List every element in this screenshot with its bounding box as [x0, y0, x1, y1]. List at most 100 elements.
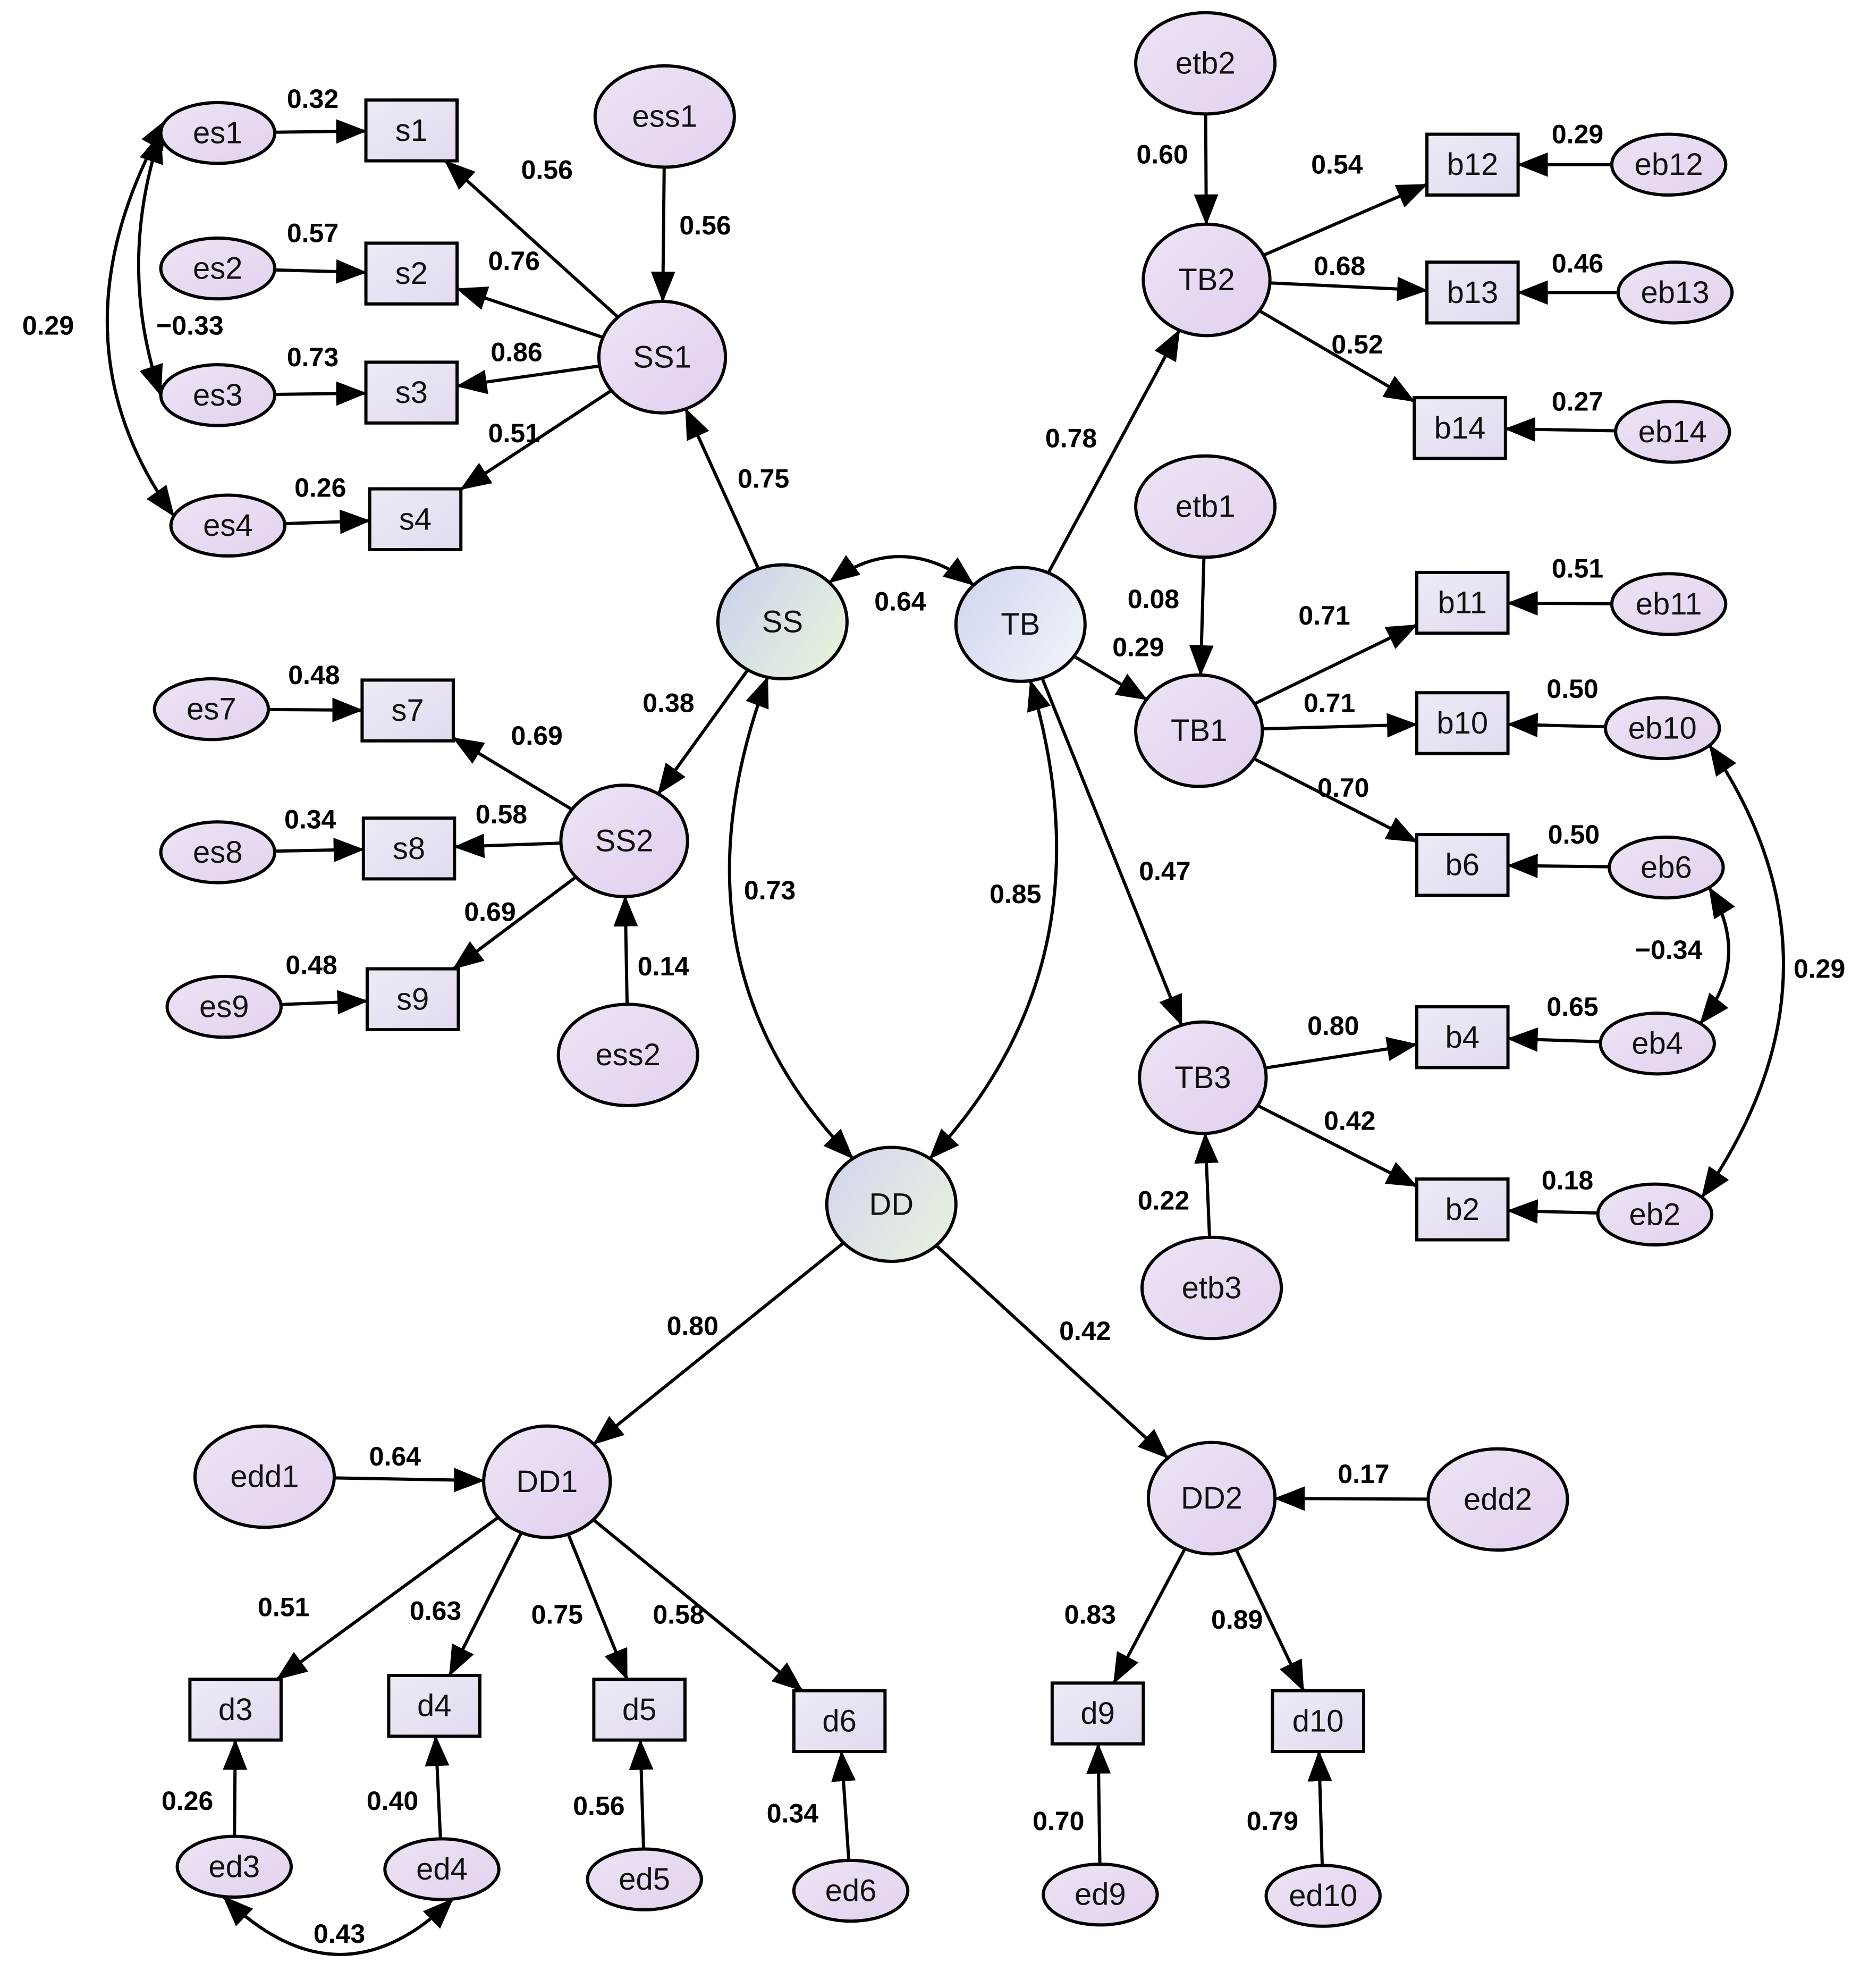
node-SS2: SS2 [559, 784, 689, 898]
error-ellipse-eb14 [1614, 400, 1731, 464]
node-label-b2: b2 [1445, 1192, 1480, 1227]
path-DD1-to-d4 [448, 1532, 523, 1677]
error-ellipse-es9 [165, 974, 283, 1039]
coef-DD1-d6: 0.58 [653, 1600, 704, 1630]
node-SS: SS [716, 563, 849, 681]
node-label-d9: d9 [1080, 1696, 1115, 1731]
error-ellipse-ed10 [1264, 1864, 1382, 1928]
node-b2: b2 [1415, 1177, 1510, 1242]
coef-TB-TB3: 0.47 [1139, 856, 1190, 886]
coef-SS-DD: 0.73 [744, 875, 796, 905]
node-ed6: ed6 [792, 1858, 910, 1923]
node-label-eb2: eb2 [1629, 1197, 1681, 1232]
node-b10: b10 [1415, 691, 1510, 755]
coef-DD-DD2: 0.42 [1059, 1316, 1111, 1346]
node-label-eb11: eb11 [1636, 587, 1702, 621]
node-label-s3: s3 [395, 375, 428, 410]
covariance-eb10-eb2 [1701, 744, 1785, 1199]
path-ess1-to-SS1 [650, 167, 675, 303]
node-ed5: ed5 [586, 1847, 703, 1911]
node-label-etb3: etb3 [1182, 1271, 1242, 1305]
coef-SS1-s4: 0.51 [488, 418, 540, 448]
node-eb14: eb14 [1614, 400, 1731, 464]
node-d9: d9 [1050, 1681, 1145, 1746]
node-label-s8: s8 [393, 831, 425, 866]
error-ellipse-ess2 [556, 1003, 699, 1107]
node-eb11: eb11 [1610, 572, 1728, 636]
node-label-ed6: ed6 [825, 1874, 877, 1908]
observed-box-b4 [1415, 1005, 1510, 1069]
error-ellipse-ed5 [586, 1847, 703, 1911]
coef-eb12-b12: 0.29 [1552, 120, 1603, 149]
coef-eb6-eb4: −0.34 [1635, 935, 1703, 965]
path-eb14-to-b14 [1504, 417, 1616, 442]
node-label-eb10: eb10 [1628, 711, 1697, 745]
coef-eb10-b10: 0.50 [1546, 674, 1598, 704]
error-ellipse-eb6 [1608, 835, 1725, 900]
node-es4: es4 [169, 493, 287, 558]
path-SS1-to-s2 [456, 287, 604, 339]
node-b11: b11 [1415, 570, 1510, 635]
coef-TB3-b2: 0.42 [1324, 1106, 1375, 1136]
node-label-eb6: eb6 [1641, 850, 1692, 885]
coef-eb6-b6: 0.50 [1548, 820, 1600, 849]
coef-ess1-SS1: 0.56 [679, 210, 731, 240]
node-label-b14: b14 [1434, 411, 1486, 445]
path-eb11-to-b11 [1507, 591, 1612, 616]
node-b4: b4 [1415, 1005, 1510, 1069]
node-label-es4: es4 [203, 508, 253, 543]
coef-SS-TB: 0.64 [874, 587, 926, 617]
node-label-d3: d3 [218, 1692, 253, 1727]
node-label-SS: SS [762, 604, 803, 639]
node-d10: d10 [1271, 1689, 1365, 1753]
coef-SS2-s7: 0.69 [511, 721, 563, 751]
node-es1: es1 [159, 100, 277, 165]
node-label-s4: s4 [399, 502, 432, 536]
node-label-DD1: DD1 [516, 1464, 578, 1499]
node-label-ess1: ess1 [632, 99, 698, 134]
path-TB2-to-b13 [1270, 276, 1428, 301]
path-DD2-to-d10 [1235, 1548, 1305, 1692]
node-eb10: eb10 [1604, 696, 1721, 761]
node-ed4: ed4 [383, 1837, 501, 1901]
node-ess2: ess2 [556, 1003, 699, 1107]
node-s3: s3 [364, 360, 459, 425]
node-ed9: ed9 [1042, 1863, 1159, 1927]
node-label-edd1: edd1 [230, 1459, 299, 1494]
node-b6: b6 [1415, 833, 1510, 897]
node-etb3: etb3 [1140, 1235, 1283, 1341]
node-label-DD2: DD2 [1181, 1481, 1242, 1515]
error-ellipse-eb12 [1610, 132, 1728, 197]
error-ellipse-eb11 [1610, 572, 1728, 636]
path-SS2-to-s9 [452, 875, 577, 971]
path-TB1-to-b11 [1254, 624, 1418, 705]
observed-box-b13 [1425, 260, 1520, 325]
path-TB1-to-b10 [1262, 713, 1418, 738]
coef-es1-es3: −0.33 [156, 310, 224, 340]
coef-ed6-d6: 0.34 [767, 1799, 819, 1829]
observed-box-d10 [1271, 1689, 1365, 1753]
error-ellipse-es2 [159, 236, 277, 301]
coef-TB2-b12: 0.54 [1311, 150, 1363, 180]
path-es2-to-s2 [274, 259, 367, 284]
latent-ellipse-SS [716, 563, 849, 681]
node-b14: b14 [1413, 396, 1507, 460]
observed-box-d9 [1050, 1681, 1145, 1746]
node-label-b6: b6 [1445, 848, 1480, 882]
coef-DD1-d3: 0.51 [258, 1592, 309, 1622]
node-label-d6: d6 [822, 1704, 857, 1738]
coef-DD2-d9: 0.83 [1064, 1600, 1116, 1630]
node-etb2: etb2 [1134, 11, 1277, 116]
latent-ellipse-DD [825, 1145, 958, 1263]
node-eb2: eb2 [1596, 1182, 1714, 1246]
path-SS1-to-s3 [456, 364, 600, 394]
node-label-s7: s7 [392, 693, 424, 728]
error-ellipse-es1 [159, 100, 277, 165]
error-ellipse-eb13 [1616, 260, 1734, 325]
path-edd2-to-DD2 [1274, 1486, 1428, 1511]
path-TB2-to-b14 [1258, 309, 1415, 403]
path-es9-to-s9 [281, 990, 368, 1015]
coef-es3-s3: 0.73 [287, 342, 339, 372]
path-eb2-to-b2 [1507, 1199, 1598, 1224]
node-label-d10: d10 [1292, 1704, 1344, 1738]
